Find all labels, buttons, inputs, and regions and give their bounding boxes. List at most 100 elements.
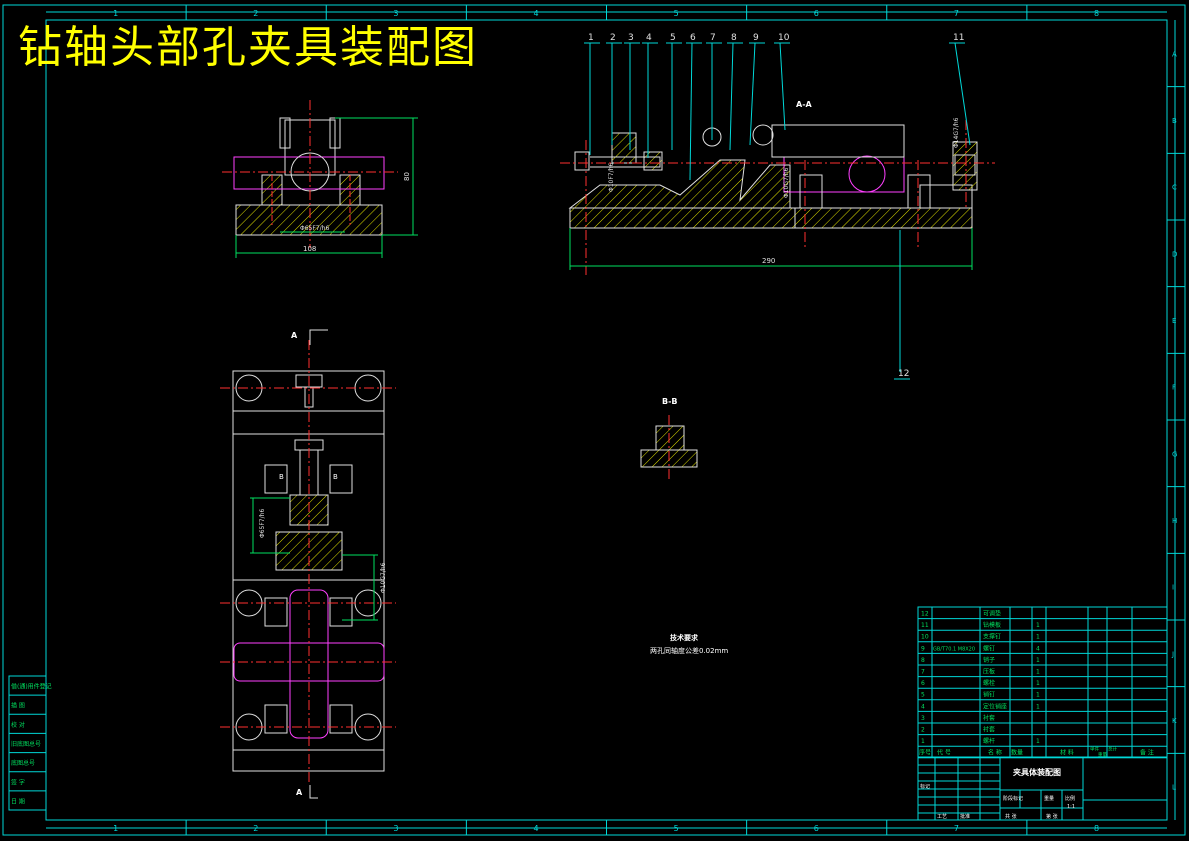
section-aa-view: A-A 290 Φ10F7/h6 Φ10G7/h6 Φ14G7/h6 — [560, 100, 995, 275]
title-block-sheets-total: 共 张 — [1005, 813, 1017, 820]
bom-header-cell: 序号 — [919, 749, 931, 757]
dim-section-fit-mid: Φ10G7/h6 — [783, 167, 790, 198]
bom-name: 衬套 — [983, 726, 995, 734]
balloon-number: 2 — [610, 33, 616, 43]
bom-name: 销子 — [983, 656, 995, 664]
balloon-1: 1 — [584, 33, 600, 155]
bom-qty: 1 — [1036, 634, 1040, 641]
balloon-number: 10 — [778, 33, 790, 43]
balloon-7: 7 — [706, 33, 722, 140]
balloon-number: 1 — [588, 33, 594, 43]
bom-header: 序号代 号名 称数量材 料备 注单件总计重量 — [919, 746, 1154, 759]
zone-letter: B — [1172, 117, 1177, 125]
bom-no: 9 — [921, 645, 925, 652]
section-b-left-label: B — [279, 473, 284, 481]
section-bb-view: B-B — [640, 397, 698, 480]
drawing-title: 钻轴头部孔夹具装配图 — [18, 22, 478, 73]
bom-no: 4 — [921, 703, 925, 710]
section-aa-label: A-A — [796, 100, 813, 109]
balloon-number: 5 — [670, 33, 676, 43]
balloon-number: 9 — [753, 33, 759, 43]
bom-no: 5 — [921, 692, 925, 699]
bom-row: 4 定位销座 1 — [921, 702, 1040, 710]
zone-number-top: 3 — [393, 9, 398, 18]
zone-number-top: 8 — [1094, 9, 1099, 18]
tech-req-line1: 两孔同轴度公差0.02mm — [650, 646, 728, 655]
side-table-cell: 签 字 — [11, 778, 25, 786]
balloon-3: 3 — [624, 33, 640, 150]
balloon-number: 3 — [628, 33, 634, 43]
side-table-cell: 旧底图总号 — [11, 740, 41, 748]
balloon-number: 6 — [690, 33, 696, 43]
bom-name: 螺钉 — [983, 644, 995, 652]
technical-requirements: 技术要求 两孔同轴度公差0.02mm — [650, 633, 728, 655]
dim-section-length: 290 — [762, 257, 775, 265]
title-block-name: 夹具体装配图 — [1013, 767, 1061, 777]
balloon-number: 7 — [710, 33, 716, 43]
bom-name: 定位销座 — [983, 702, 1007, 710]
bom-qty: 1 — [1036, 703, 1040, 710]
bom-qty: 1 — [1036, 680, 1040, 687]
dim-front-height: 80 — [403, 172, 411, 181]
balloon-9: 9 — [749, 33, 765, 146]
balloon-number: 12 — [898, 369, 909, 379]
bom-header-cell: 名 称 — [988, 749, 1002, 757]
bom-no: 10 — [921, 634, 929, 641]
bom-row: 8 销子 1 — [921, 656, 1040, 664]
side-table-cell: 日 期 — [11, 797, 25, 805]
bom-qty: 1 — [1036, 622, 1040, 629]
bom-qty: 1 — [1036, 692, 1040, 699]
title-block-weight: 重量 — [1044, 795, 1054, 802]
zone-letter: D — [1172, 250, 1177, 258]
zone-number-top: 4 — [533, 9, 538, 18]
zone-letter: F — [1172, 384, 1176, 392]
section-a-bottom-label: A — [296, 788, 303, 797]
bom-name: 衬套 — [983, 714, 995, 722]
bom-name: 可调垫 — [983, 610, 1001, 618]
bom-code: GB/T70.1 M8X20 — [933, 646, 975, 652]
balloon-11: 11 — [949, 33, 971, 146]
balloon-5: 5 — [666, 33, 682, 150]
zone-letter: E — [1172, 317, 1176, 325]
dim-plan-fit-lower: Φ10G7/h6 — [380, 562, 387, 593]
balloon-2: 2 — [606, 33, 622, 145]
tech-req-title: 技术要求 — [670, 633, 699, 642]
bom-no: 11 — [921, 622, 929, 629]
zone-number-bottom: 2 — [253, 824, 258, 833]
side-table-cell: 底图总号 — [11, 759, 35, 767]
title-block-scale-value: 1:1 — [1067, 804, 1075, 810]
bom-qty: 1 — [1036, 657, 1040, 664]
zone-number-bottom: 7 — [954, 824, 959, 833]
side-table-cell: 借(通)用件登记 — [11, 683, 52, 691]
balloon-number: 11 — [953, 33, 964, 43]
zone-letter: H — [1172, 517, 1177, 525]
zone-ticks — [185, 5, 1185, 835]
title-block-mark: 标记 — [920, 783, 930, 790]
section-a-top-label: A — [291, 331, 298, 340]
title-block-approve: 批准 — [960, 813, 970, 820]
side-table-cell: 校 对 — [11, 721, 25, 729]
bom-qty: 4 — [1036, 645, 1040, 652]
zone-number-bottom: 8 — [1094, 824, 1099, 833]
zone-number-bottom: 3 — [393, 824, 398, 833]
balloon-12: 12 — [894, 230, 910, 380]
zone-letter: G — [1172, 450, 1177, 458]
bom-header-cell: 重量 — [1098, 751, 1107, 758]
zone-letter: L — [1172, 784, 1176, 792]
bom-no: 8 — [921, 657, 925, 664]
balloon-6: 6 — [686, 33, 702, 181]
bom-header-cell: 代 号 — [937, 749, 951, 757]
bom-header-cell: 单件 — [1090, 746, 1099, 753]
zone-number-top: 6 — [814, 9, 819, 18]
dim-section-fit-left: Φ10F7/h6 — [608, 163, 615, 192]
balloon-8: 8 — [727, 33, 743, 151]
balloon-number: 4 — [646, 33, 652, 43]
